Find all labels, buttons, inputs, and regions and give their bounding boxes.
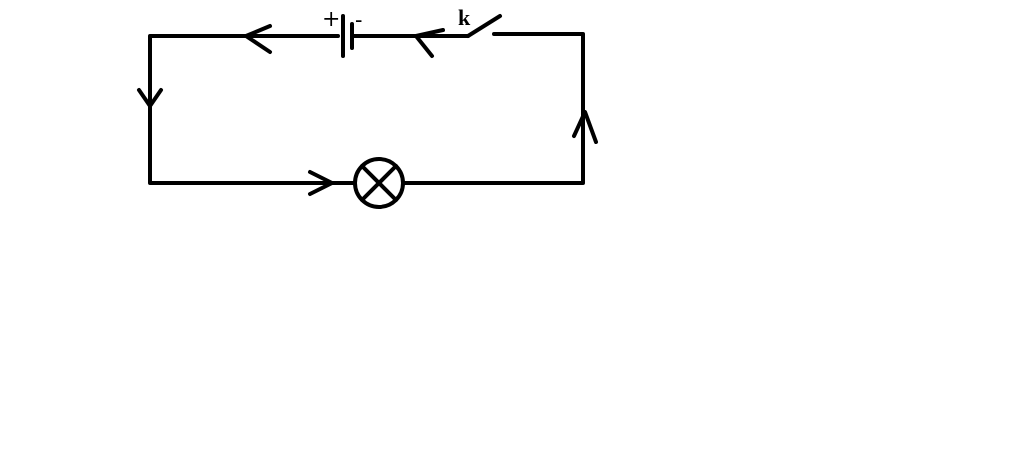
wire-right <box>401 32 585 185</box>
current-arrows <box>137 24 598 196</box>
battery-negative-label: - <box>355 8 362 33</box>
arrow-down-icon <box>137 88 163 108</box>
lamp <box>353 157 405 209</box>
switch-label: k <box>458 5 471 30</box>
arrow-left-icon <box>244 24 272 54</box>
battery: + - <box>322 7 362 58</box>
arrow-right-icon <box>308 170 334 196</box>
arrow-up-icon <box>572 110 598 144</box>
switch-blade <box>466 14 502 38</box>
battery-positive-label: + <box>322 7 340 32</box>
wire-top-left <box>148 34 357 185</box>
switch: k <box>458 5 502 38</box>
arrow-left-icon <box>414 28 445 58</box>
lamp-cross-b <box>360 164 398 202</box>
lamp-circle <box>353 157 405 209</box>
